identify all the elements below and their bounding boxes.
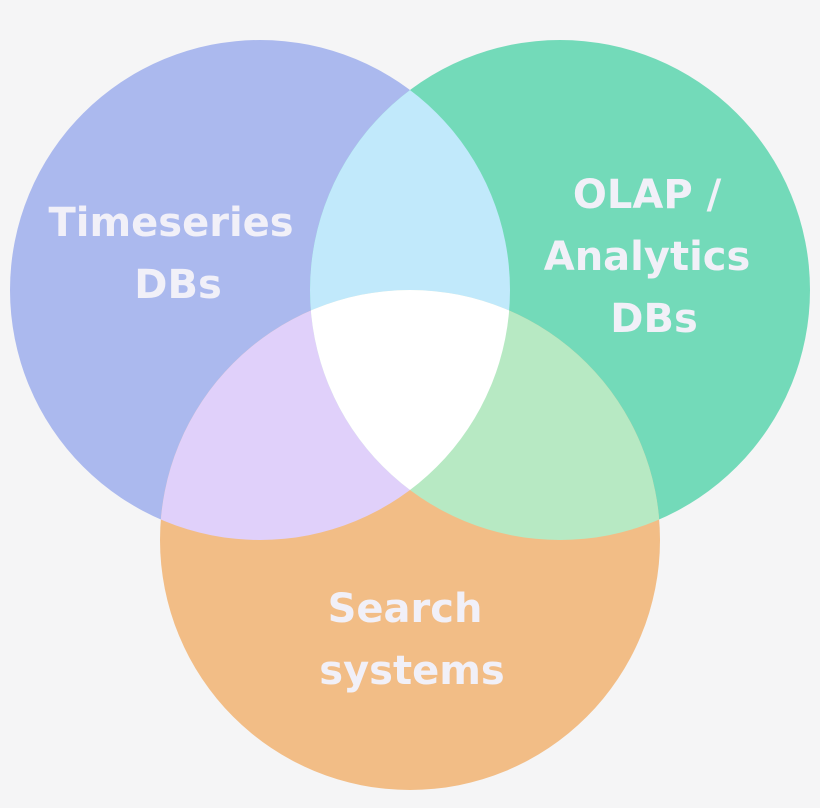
timeseries-label-line: DBs — [134, 262, 222, 308]
search-label-line: Search — [328, 586, 483, 632]
olap-search-overlap — [310, 290, 660, 540]
olap-label-line: DBs — [610, 296, 698, 342]
search-label: Search systems — [319, 586, 504, 694]
timeseries-label-line: Timeseries — [48, 200, 293, 246]
timeseries-label: Timeseries DBs — [48, 200, 307, 308]
olap-label: OLAP / Analytics DBs — [544, 172, 765, 342]
olap-label-line: Analytics — [544, 234, 751, 280]
olap-label-line: OLAP / — [573, 172, 722, 218]
search-label-line: systems — [319, 648, 504, 694]
timeseries-search-overlap — [160, 290, 510, 540]
